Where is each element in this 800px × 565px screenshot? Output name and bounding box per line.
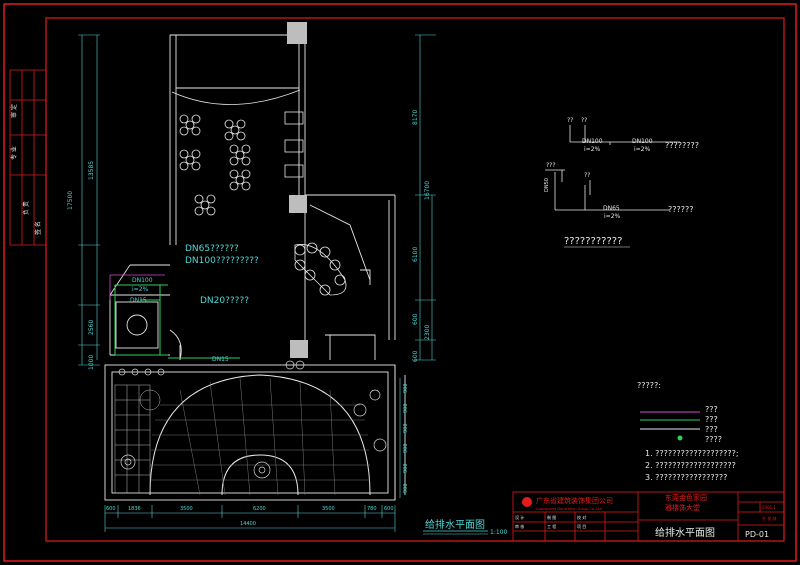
label-dn20: DN20?????	[200, 296, 249, 306]
plan-scale: 1:100	[490, 529, 507, 536]
title-block	[512, 491, 785, 542]
riser-caption: ???????????	[564, 236, 622, 247]
tb-cell-1: 制 图	[547, 514, 556, 520]
tb-cell-0: 设 计	[515, 514, 524, 520]
riser-q2: ??	[581, 117, 587, 124]
dim-rs-4: 900	[403, 463, 409, 473]
dim-rs-3: 900	[403, 443, 409, 453]
company-logo	[522, 497, 532, 507]
legend-heading: ?????:	[637, 381, 661, 390]
label-dn15-mid: DN15	[212, 356, 229, 363]
dim-bottom-3: 6200	[253, 506, 266, 512]
dim-right-4: 2300	[424, 325, 431, 340]
dim-rs-1: 900	[403, 403, 409, 413]
dim-rs-5: 900	[403, 483, 409, 493]
column-3	[290, 340, 308, 358]
table-group	[179, 111, 347, 296]
legend-note-2: 3. ?????????????????	[645, 473, 727, 482]
dim-bottom-total: 14400	[240, 521, 256, 527]
riser-vert: DN50	[544, 178, 550, 192]
inner-frame	[45, 17, 785, 542]
dim-right-1: 16700	[424, 181, 431, 200]
project-line1: 东莞金色家园	[665, 493, 707, 502]
company-name: 广东省建筑装饰集团公司	[536, 496, 613, 505]
column-1	[287, 22, 307, 44]
riser-i2-b: i=2%	[634, 146, 651, 153]
project-line2: 雅楼饰大堂	[665, 503, 700, 512]
dim-bottom-2: 3500	[180, 506, 193, 512]
riser-i2-c: i=2%	[604, 213, 621, 220]
strip-label-1: 专 业	[10, 146, 18, 160]
dim-left-3: 1000	[88, 355, 95, 370]
dim-right-2: 6100	[412, 247, 419, 262]
company-en: Guangdong Decoration Group Co.,Ltd	[536, 507, 602, 511]
floor-hatch	[150, 377, 370, 496]
dim-right-5: 600	[412, 350, 419, 362]
dim-bottom-0: 600	[106, 506, 116, 512]
dim-bottom-6: 600	[384, 506, 394, 512]
floor-plan	[104, 34, 406, 501]
riser-q4: ??	[584, 172, 590, 179]
riser-q3: ???	[546, 162, 556, 169]
tb-cell-4: 工 程	[547, 523, 556, 529]
drain-pipes	[109, 274, 165, 300]
outer-frame	[3, 3, 797, 562]
dim-bottom-5: 780	[367, 506, 377, 512]
riser-i2-a: i=2%	[584, 146, 601, 153]
label-dn100: DN100?????????	[185, 256, 259, 266]
dim-bottom-1: 1836	[128, 506, 141, 512]
label-dn15-top: DN15	[130, 297, 147, 304]
column-2	[289, 195, 307, 213]
label-i2: i=2%	[132, 286, 149, 293]
label-dn65: DN65??????	[185, 244, 239, 254]
dimension-lines	[78, 34, 436, 532]
dim-left-0: 17500	[67, 191, 74, 210]
tb-side-tag: 2001.1	[762, 505, 776, 510]
legend-item-3: ????	[705, 435, 722, 444]
tb-cell-5: 项 目	[577, 523, 586, 529]
plant-group	[118, 360, 387, 479]
tb-side-tag2: 开 发 部	[762, 515, 777, 521]
legend-item-1: ???	[705, 415, 718, 424]
label-dn100-small: DN100	[132, 277, 153, 284]
riser-dn100-a: DN100	[582, 138, 603, 145]
dim-right-3: 600	[412, 313, 419, 325]
dim-rs-0: 900	[403, 383, 409, 393]
legend-note-1: 2. ???????????????????	[645, 461, 736, 470]
riser-q1: ??	[567, 117, 573, 124]
riser-diagram	[545, 125, 680, 211]
dim-left-2: 2560	[88, 320, 95, 335]
drawing-no: PD-01	[745, 530, 769, 539]
legend-item-2: ???	[705, 425, 718, 434]
dim-bottom-4: 3500	[322, 506, 335, 512]
dim-left-1: 13585	[88, 161, 95, 180]
water-pipes	[114, 284, 240, 359]
strip-label-0: 审 定	[10, 104, 18, 118]
stone-panel	[114, 384, 161, 494]
riser-dn100-b: DN100	[632, 138, 653, 145]
tb-cell-2: 校 对	[577, 514, 586, 520]
strip-label-3: 签 名	[34, 221, 42, 235]
plan-title: 给排水平面图	[425, 518, 485, 531]
riser-dn65: DN65	[603, 205, 620, 212]
legend-dot	[677, 435, 683, 441]
riser-right-b: ??????	[668, 205, 693, 214]
riser-right-a: ????????	[665, 141, 699, 150]
tb-cell-3: 审 核	[515, 523, 524, 529]
dim-right-0: 8170	[412, 110, 419, 125]
dim-rs-2: 900	[403, 423, 409, 433]
legend-note-0: 1. ???????????????????;	[645, 449, 739, 458]
legend-item-0: ???	[705, 405, 718, 414]
strip-label-2: 负 责	[22, 201, 30, 215]
drawing-name: 给排水平面图	[655, 526, 715, 539]
